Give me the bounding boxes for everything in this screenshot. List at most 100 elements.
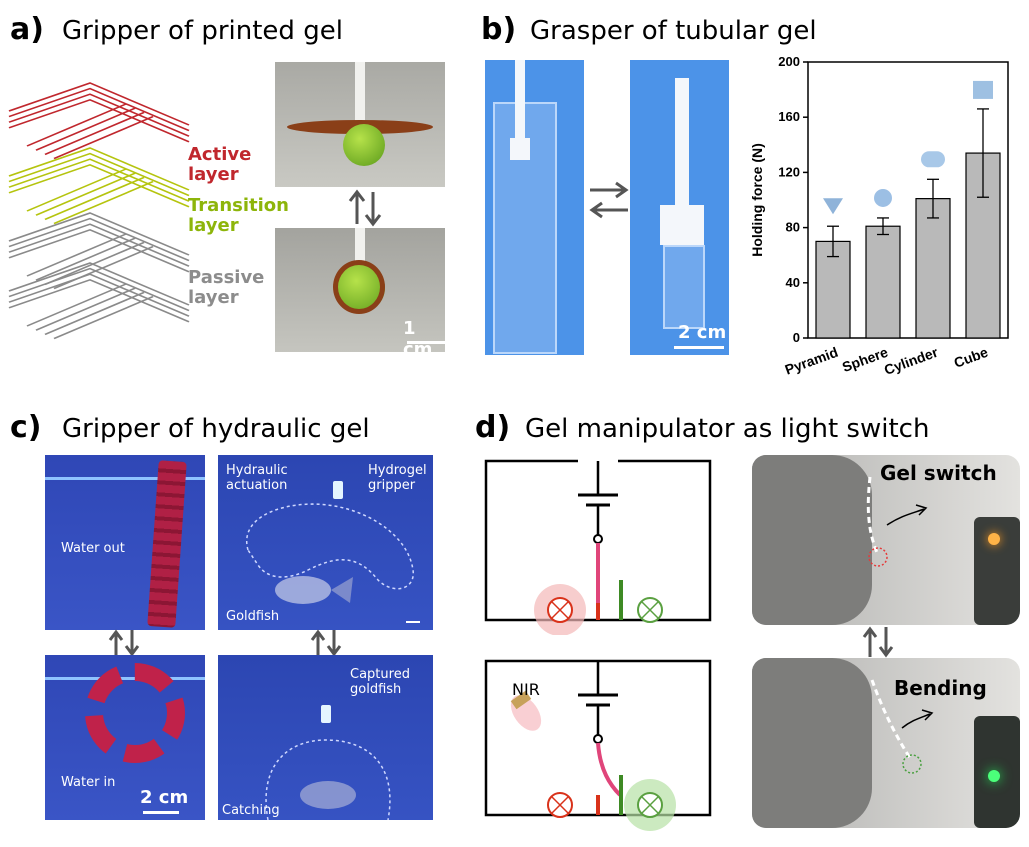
hydrogel-ring [85, 663, 185, 763]
tube-below [663, 245, 705, 329]
panel-c-title: Gripper of hydraulic gel [62, 414, 370, 444]
bending-label: Bending [894, 676, 987, 700]
circuit-on-diagram [484, 659, 712, 831]
rod-cap [510, 138, 530, 160]
capture-outline [265, 739, 391, 820]
y-tick-label: 120 [778, 164, 800, 179]
gel-switch-label: Gel switch [880, 461, 997, 485]
bend-path [870, 679, 934, 774]
y-tick-label: 40 [786, 275, 800, 290]
swap-arrows-c2 [310, 629, 342, 657]
gripper-arms-closed [333, 260, 385, 314]
circuit-off-diagram [484, 455, 712, 635]
hydraulic-water-in-photo: Water in 2 cm [45, 655, 205, 820]
x-tick-label: Pyramid [783, 344, 840, 378]
gripper-rod [355, 62, 365, 130]
rod [675, 78, 689, 208]
captured-goldfish-label: Captured goldfish [350, 667, 410, 697]
scale-bar-b [674, 346, 724, 349]
hydraulic-actuator [321, 705, 331, 723]
y-tick-label: 160 [778, 109, 800, 124]
panel-c-label: c) [10, 410, 42, 445]
active-layer-text-2: layer [188, 164, 239, 185]
layered-grid-diagram [8, 82, 190, 340]
y-axis-label: Holding force (N) [749, 143, 765, 257]
gripper-rod [355, 228, 365, 268]
x-tick-label: Cube [952, 344, 991, 371]
hydraulic-actuator [333, 481, 343, 499]
transition-layer-text-1: Transition [188, 195, 289, 216]
hydrogel-text-2: gripper [368, 478, 416, 493]
tubular-gel-closed-photo: 2 cm [630, 60, 729, 355]
scale-bar-c [143, 811, 179, 814]
scale-bar-a [407, 341, 445, 344]
hydrogel-text-1: Hydrogel [368, 463, 427, 478]
green-ball [343, 124, 385, 166]
goldfish-approach-photo: Hydraulic actuation Hydrogel gripper Gol… [218, 455, 433, 630]
passive-layer-text-1: Passive [188, 267, 265, 288]
passive-layer-label: Passive layer [188, 268, 264, 308]
gripper-outline [245, 503, 414, 604]
panel-a-title: Gripper of printed gel [62, 16, 343, 46]
rod [515, 60, 525, 140]
cube-icon [973, 80, 993, 99]
water-in-label: Water in [61, 775, 116, 790]
scale-bar-small [406, 621, 420, 623]
gel-body [752, 455, 872, 625]
water-out-label: Water out [61, 541, 125, 556]
hydraulic-text-2: actuation [226, 478, 288, 493]
captured-text-1: Captured [350, 667, 410, 682]
hydraulic-text-1: Hydraulic [226, 463, 288, 478]
bar-pyramid [815, 240, 851, 339]
hydrogel-gripper-label: Hydrogel gripper [368, 463, 427, 493]
gel-body [752, 658, 872, 828]
hydraulic-actuation-label: Hydraulic actuation [226, 463, 288, 493]
swap-arrows-b [589, 181, 629, 219]
plot-frame [807, 61, 1009, 339]
panel-d-title: Gel manipulator as light switch [525, 414, 930, 444]
gripped-tube [660, 205, 704, 245]
water-line [45, 477, 205, 480]
scale-label-b: 2 cm [678, 322, 727, 343]
panel-a-label: a) [10, 12, 44, 47]
bend-path [866, 476, 928, 567]
y-tick-label: 200 [778, 54, 800, 69]
swap-arrows-a [348, 189, 382, 227]
panel-b-label: b) [481, 12, 517, 47]
gripper-closed-photo: 1 cm [275, 228, 445, 352]
bar-sphere [865, 225, 901, 339]
catching-label: Catching [222, 803, 280, 818]
active-layer-text-1: Active [188, 144, 252, 165]
panel-d-label: d) [475, 410, 511, 445]
led-green [988, 770, 1000, 782]
hydrogel-finger [147, 460, 187, 628]
gripper-open-photo [275, 62, 445, 187]
tubular-gel-open-photo [485, 60, 584, 355]
bar-cylinder [915, 198, 951, 339]
bending-photo: Bending [752, 658, 1020, 828]
scale-label-c: 2 cm [140, 787, 189, 808]
y-tick-label: 0 [793, 330, 800, 345]
hydraulic-water-out-photo: Water out [45, 455, 205, 630]
x-tick-label: Cylinder [882, 344, 941, 378]
led-orange [988, 533, 1000, 545]
scale-label-a: 1 cm [403, 318, 433, 352]
sphere-icon [874, 188, 892, 207]
active-layer-label: Active layer [188, 145, 251, 185]
cylinder-icon [921, 151, 945, 168]
swap-arrows-c1 [108, 629, 140, 657]
transition-layer-label: Transition layer [188, 196, 289, 236]
swap-arrows-d [862, 626, 894, 658]
pyramid-icon [823, 198, 843, 215]
y-tick-label: 80 [786, 220, 800, 235]
goldfish-label: Goldfish [226, 609, 280, 624]
transition-layer-text-2: layer [188, 215, 239, 236]
nir-label: NIR [512, 680, 540, 699]
goldfish-captured-photo: Captured goldfish Catching [218, 655, 433, 820]
gel-switch-photo: Gel switch [752, 455, 1020, 625]
passive-layer-text-2: layer [188, 287, 239, 308]
x-tick-label: Sphere [840, 344, 890, 375]
captured-text-2: goldfish [350, 682, 402, 697]
panel-b-title: Grasper of tubular gel [530, 16, 817, 46]
